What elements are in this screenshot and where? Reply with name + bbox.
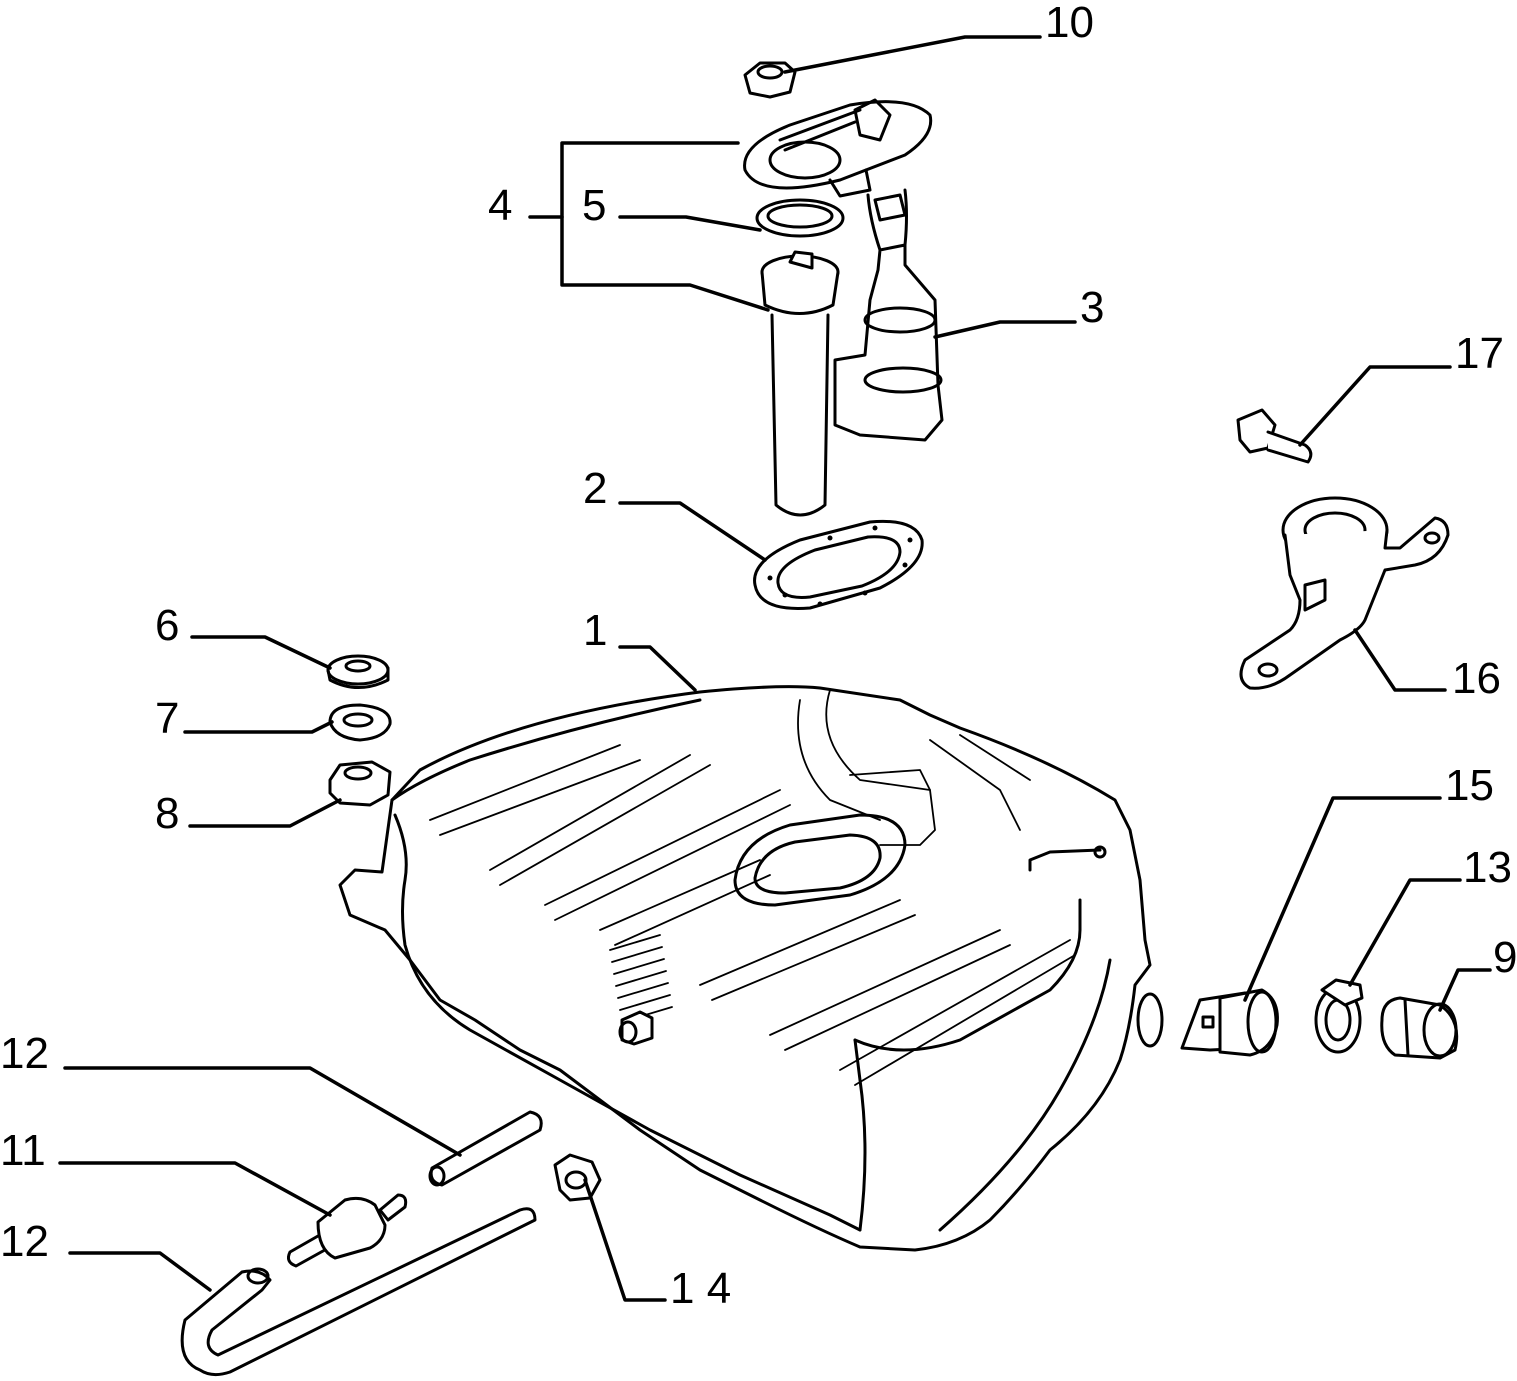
leader-14 (583, 1178, 667, 1302)
leader-12b (68, 1251, 212, 1292)
retaining-clip (553, 1153, 602, 1202)
callout-12-lower: 12 (0, 1217, 49, 1266)
callout-5: 5 (582, 181, 606, 230)
callout-4: 4 (488, 181, 512, 230)
callout-labels: 10 4 5 3 2 1 6 7 8 17 16 15 13 9 12 11 1… (0, 0, 1517, 1313)
rubber-grommet (1380, 996, 1459, 1060)
leader-16 (1353, 628, 1447, 692)
callout-1: 1 (583, 606, 607, 655)
fuel-filter (287, 1193, 408, 1268)
o-ring-seal (755, 198, 845, 238)
hose-clamp (1314, 978, 1364, 1054)
fuel-hose-short (428, 1110, 543, 1187)
leader-2 (618, 501, 767, 562)
callout-6: 6 (155, 601, 179, 650)
leader-6 (190, 635, 332, 670)
gasket-plate (753, 519, 924, 611)
fuel-hose-long (180, 1207, 537, 1377)
callout-16: 16 (1452, 654, 1501, 703)
callout-7: 7 (155, 694, 179, 743)
callout-2: 2 (583, 464, 607, 513)
hose-sleeve (1180, 988, 1279, 1057)
leader-17 (1298, 365, 1452, 447)
leader-7 (183, 720, 334, 734)
leader-11 (58, 1161, 332, 1217)
leader-3 (933, 320, 1077, 339)
pump-flange (743, 98, 933, 198)
callout-13: 13 (1463, 843, 1512, 892)
leader-9 (1438, 968, 1492, 1012)
callout-3: 3 (1080, 283, 1104, 332)
callout-14: 1 4 (670, 1264, 731, 1313)
callout-12-upper: 12 (0, 1029, 49, 1078)
filler-bracket (1239, 496, 1450, 690)
leader-lines (58, 35, 1492, 1302)
fuel-tank (338, 685, 1164, 1252)
leader-8 (188, 798, 342, 828)
sender-tube (760, 250, 840, 517)
bolt (1236, 408, 1313, 464)
callout-10: 10 (1045, 0, 1094, 47)
callout-11: 11 (0, 1126, 46, 1175)
leader-15 (1243, 796, 1442, 1002)
leader-5 (618, 215, 762, 232)
callout-9: 9 (1493, 933, 1517, 982)
callout-8: 8 (155, 789, 179, 838)
leader-1 (618, 645, 697, 692)
callout-17: 17 (1455, 329, 1504, 378)
leader-10 (783, 35, 1042, 74)
leader-12a (63, 1066, 462, 1157)
leader-13 (1348, 878, 1462, 987)
hex-nut-top (743, 61, 797, 99)
washer (326, 654, 390, 689)
spring-washer (328, 703, 392, 742)
fuel-pump (833, 188, 944, 442)
hex-nut (328, 760, 392, 807)
leader-4-bracket (560, 141, 770, 312)
callout-15: 15 (1445, 761, 1494, 810)
